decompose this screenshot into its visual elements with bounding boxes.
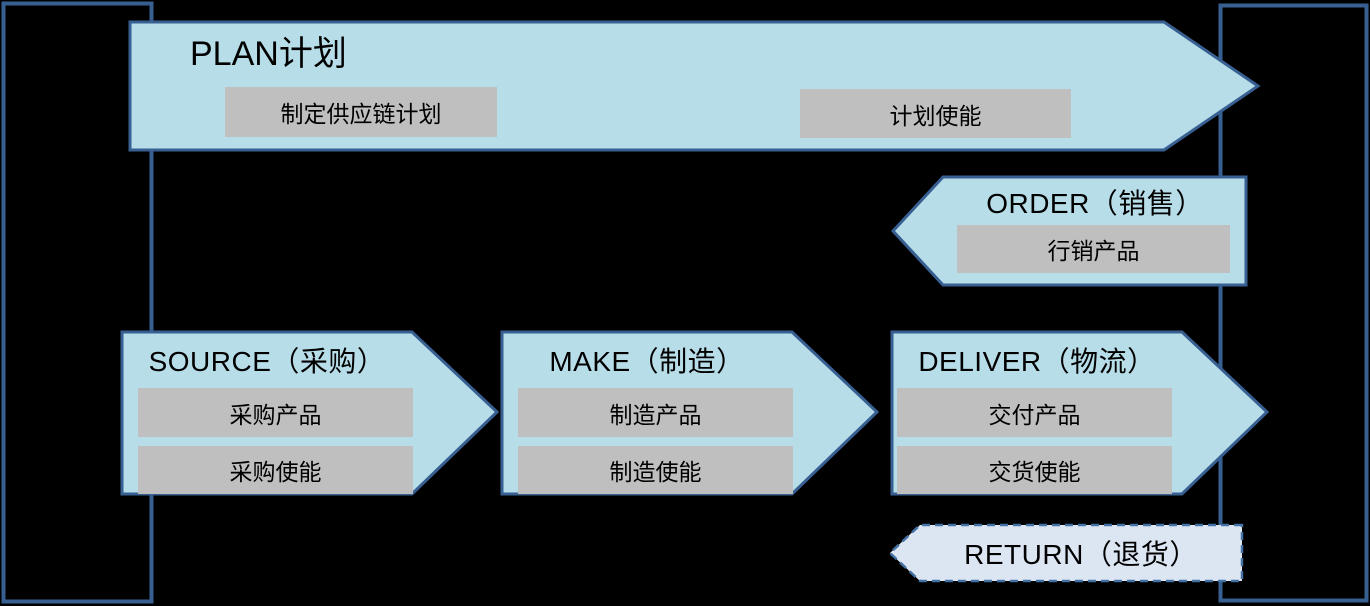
make-title: MAKE（制造） xyxy=(549,346,745,377)
left-boundary-box xyxy=(1,1,154,604)
return-title: RETURN（退货） xyxy=(964,539,1198,570)
deliver-task-box-2: 交货使能 xyxy=(897,446,1172,494)
make-task-box-2: 制造使能 xyxy=(518,446,793,494)
source-task-box-2: 采购使能 xyxy=(138,446,413,494)
source-title: SOURCE（采购） xyxy=(148,346,386,377)
plan-task-box-2: 计划使能 xyxy=(800,89,1071,138)
make-task-box-1: 制造产品 xyxy=(518,388,793,437)
right-boundary-box xyxy=(1218,3,1369,603)
order-task-box-1: 行销产品 xyxy=(957,225,1230,273)
order-title: ORDER（销售） xyxy=(986,188,1204,219)
deliver-title: DELIVER（物流） xyxy=(918,346,1156,377)
plan-task-box-1: 制定供应链计划 xyxy=(225,87,497,137)
plan-title: PLAN计划 xyxy=(190,34,347,73)
return-arrow-shape xyxy=(888,523,1244,583)
deliver-task-box-1: 交付产品 xyxy=(897,388,1172,437)
source-task-box-1: 采购产品 xyxy=(138,388,413,437)
